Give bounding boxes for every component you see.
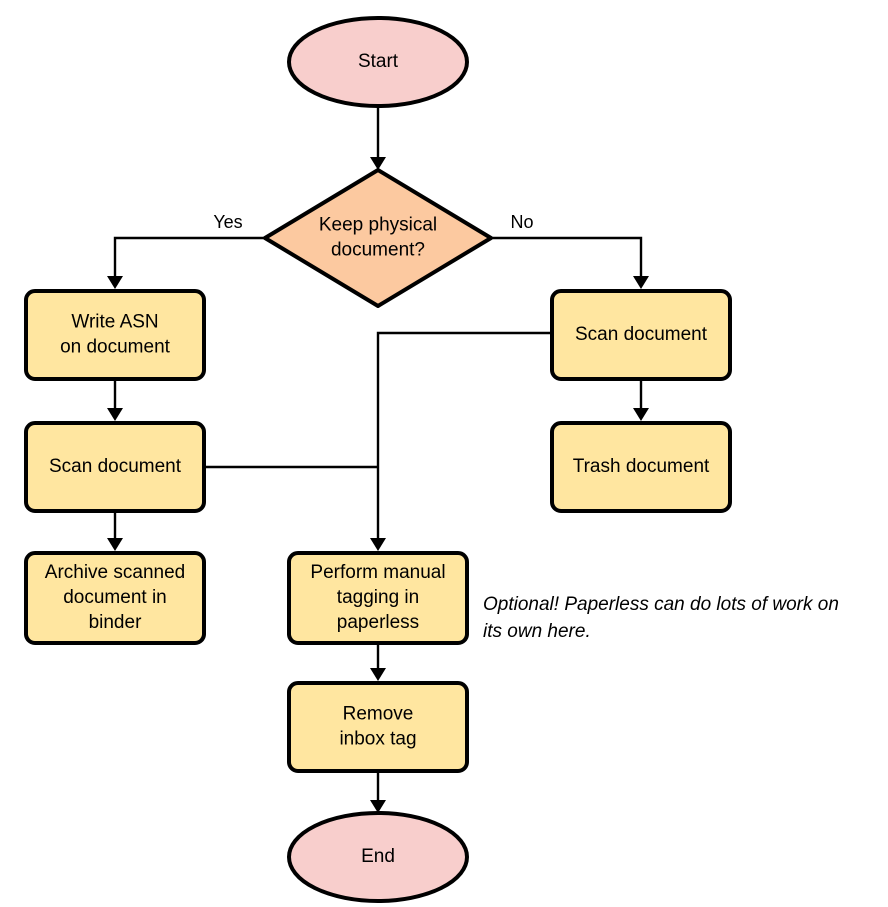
process-shape[interactable] — [550, 289, 732, 381]
annotations-layer: Optional! Paperless can do lots of work … — [483, 594, 839, 642]
edges-layer: Yes No — [107, 106, 649, 813]
edge-arrowhead-icon — [107, 276, 123, 289]
decision-shape[interactable] — [263, 168, 493, 308]
edge-arrowhead-icon — [370, 157, 386, 170]
node-scan-document-left[interactable]: Scan document — [24, 421, 206, 513]
terminator-shape[interactable] — [287, 811, 469, 903]
node-scan-document-right[interactable]: Scan document — [550, 289, 732, 381]
edge-write-asn-to-scan-left — [107, 379, 123, 421]
process-shape[interactable] — [287, 681, 469, 773]
edge-arrowhead-icon — [370, 538, 386, 551]
node-start[interactable]: Start — [287, 16, 469, 108]
edge-arrowhead-icon — [633, 276, 649, 289]
terminator-shape[interactable] — [287, 16, 469, 108]
process-shape[interactable] — [24, 289, 206, 381]
edge-decision-no-to-scan-right: No — [491, 212, 649, 289]
node-label: Scan document — [575, 324, 708, 345]
node-end[interactable]: End — [287, 811, 469, 903]
node-label: End — [361, 846, 395, 867]
edge-label-no: No — [510, 212, 533, 232]
edge-remove-inbox-tag-to-end — [370, 771, 386, 813]
edge-arrowhead-icon — [370, 800, 386, 813]
edge-scan-right-to-tagging — [370, 331, 552, 551]
process-shape[interactable] — [24, 421, 206, 513]
edge-arrowhead-icon — [107, 538, 123, 551]
process-shape[interactable] — [24, 551, 206, 645]
edge-decision-yes-to-write-asn: Yes — [107, 212, 265, 289]
edge-line — [491, 236, 643, 283]
edge-arrowhead-icon — [370, 668, 386, 681]
process-shape[interactable] — [287, 551, 469, 645]
edge-scan-left-to-archive — [107, 511, 123, 551]
edge-scan-right-to-trash — [633, 379, 649, 421]
edge-start-to-decision — [370, 106, 386, 170]
annotation-optional-note: Optional! Paperless can do lots of work … — [483, 594, 839, 642]
node-label: Trash document — [573, 456, 710, 477]
edge-tagging-to-remove-inbox-tag — [370, 643, 386, 681]
node-trash-document[interactable]: Trash document — [550, 421, 732, 513]
edge-line — [113, 236, 265, 283]
edge-line — [376, 331, 552, 545]
edge-arrowhead-icon — [107, 408, 123, 421]
process-shape[interactable] — [550, 421, 732, 513]
edge-arrowhead-icon — [633, 408, 649, 421]
node-label: Scan document — [49, 456, 182, 477]
node-label: Start — [358, 51, 399, 72]
edge-label-yes: Yes — [213, 212, 242, 232]
